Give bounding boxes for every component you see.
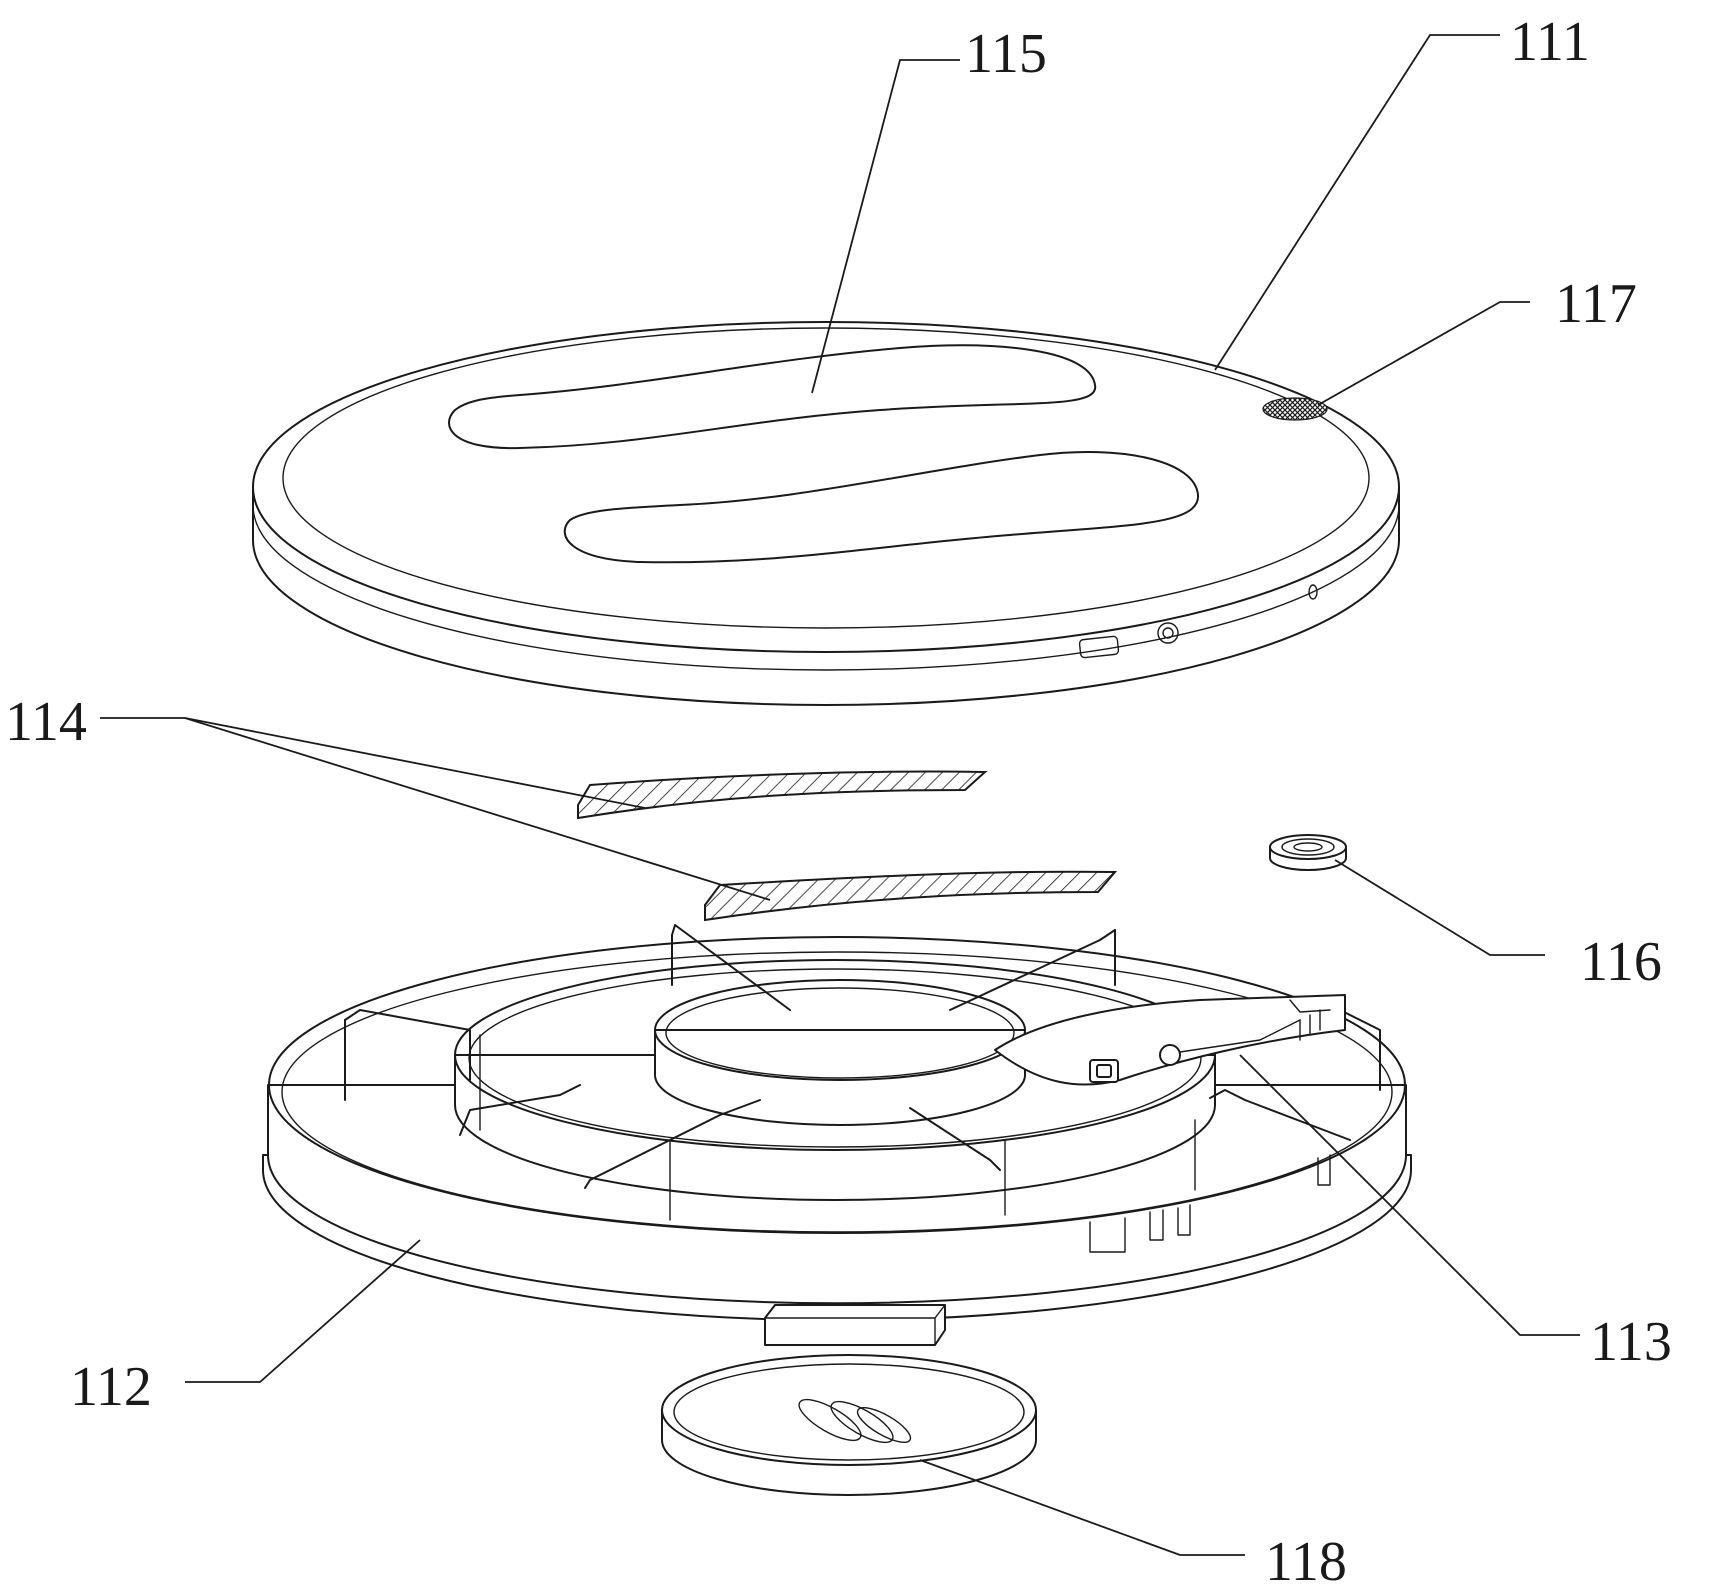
speaker-grille-117 bbox=[1262, 397, 1328, 421]
label-116: 116 bbox=[1580, 931, 1662, 993]
button-hole bbox=[1157, 622, 1179, 644]
reference-labels: 115 111 117 114 116 113 112 118 bbox=[5, 11, 1672, 1587]
cushion-pads-114 bbox=[577, 770, 1118, 922]
control-board-113 bbox=[994, 994, 1346, 1086]
label-112: 112 bbox=[70, 1356, 152, 1418]
indicator-hole bbox=[1308, 584, 1318, 600]
label-118: 118 bbox=[1265, 1531, 1347, 1587]
usb-port bbox=[1078, 635, 1120, 659]
cushion-pad-lower bbox=[704, 870, 1118, 922]
label-115: 115 bbox=[965, 23, 1047, 85]
speaker-116 bbox=[1269, 834, 1347, 871]
base-frame-112 bbox=[262, 924, 1412, 1322]
bottom-cup-118 bbox=[661, 1304, 1037, 1496]
grip-recess-lower bbox=[563, 450, 1200, 564]
label-114: 114 bbox=[5, 691, 87, 753]
leader-lines bbox=[100, 34, 1580, 1556]
label-117: 117 bbox=[1555, 273, 1637, 335]
cushion-pad-upper bbox=[577, 770, 988, 820]
grip-recess-upper bbox=[448, 344, 1097, 450]
label-113: 113 bbox=[1590, 1311, 1672, 1373]
label-111: 111 bbox=[1510, 11, 1590, 73]
top-cover-111 bbox=[252, 321, 1400, 706]
